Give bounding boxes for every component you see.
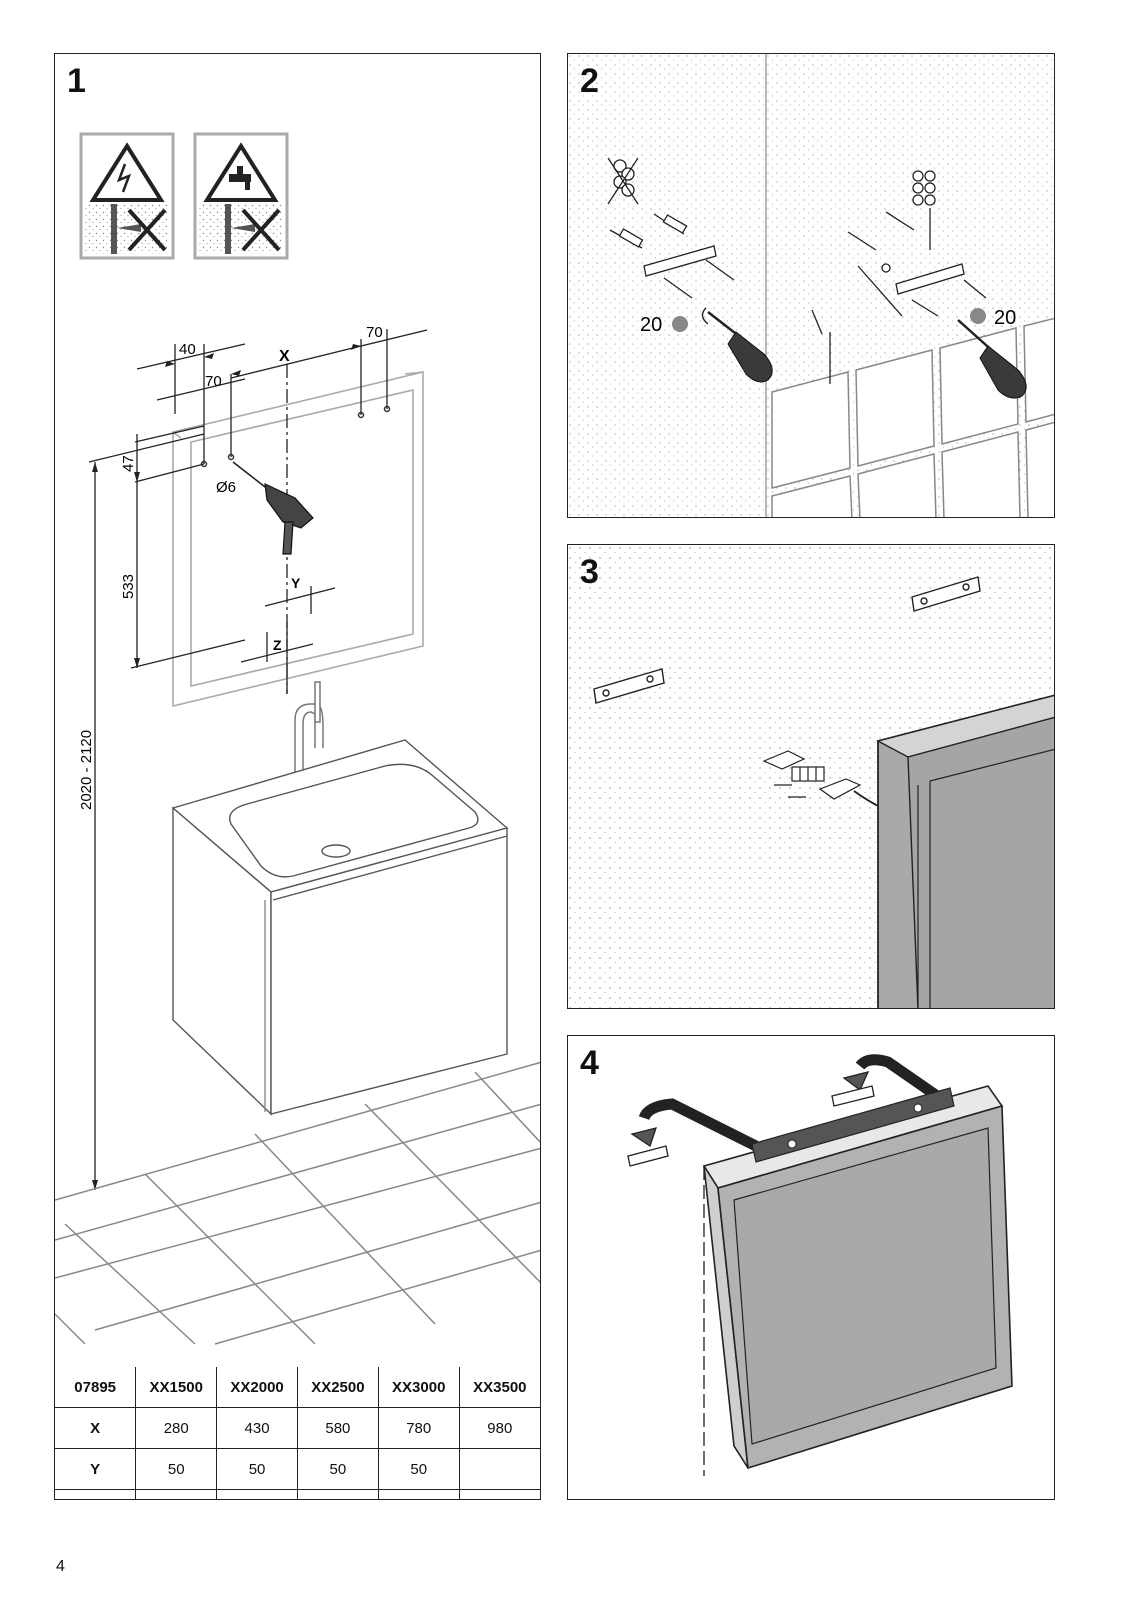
torque-icon-left	[672, 316, 688, 332]
step-1-illustration: 40 X 70 70 47 533 Ø6 Y Z 2020 - 2120	[55, 132, 540, 1345]
table-header-cell: XX3000	[377, 1367, 460, 1408]
page-number: 4	[56, 1558, 65, 1575]
dimensions-table-wrapper: 07895 XX1500 XX2000 XX2500 XX3000 XX3500…	[55, 1367, 540, 1499]
torque-right: 20	[994, 307, 1016, 329]
step-2-panel: 20 20	[567, 53, 1055, 518]
table-header-cell: XX2000	[216, 1367, 298, 1408]
step-number: 1	[67, 62, 86, 100]
table-cell: 430	[216, 1407, 298, 1449]
table-cell: 980	[458, 1407, 540, 1449]
dimension-lines	[88, 329, 428, 1190]
torque-icon-right	[970, 308, 986, 324]
step-3-illustration	[568, 545, 1054, 1008]
water-pipe-hazard-icon	[193, 132, 289, 260]
table-cell	[377, 1489, 460, 1499]
table-header-cell: 07895	[55, 1367, 137, 1408]
table-cell: 280	[135, 1407, 218, 1449]
left-mounting-hardware	[607, 157, 735, 299]
vanity-unit	[171, 739, 509, 1116]
step-1-panel: 1	[54, 53, 541, 1500]
dim-70-right: 70	[366, 324, 383, 341]
step-number: 4	[580, 1044, 599, 1082]
cabinet-outline	[172, 370, 424, 708]
electrical-hazard-icon	[79, 132, 175, 260]
dim-70-top: 70	[205, 373, 222, 390]
table-header-row: 07895 XX1500 XX2000 XX2500 XX3000 XX3500	[55, 1367, 540, 1408]
table-header-cell: XX1500	[135, 1367, 218, 1408]
dim-z: Z	[273, 637, 282, 653]
floor-tiles	[55, 1061, 540, 1345]
dimension-arrows	[92, 344, 361, 1190]
dim-y: Y	[291, 575, 301, 591]
table-cell	[216, 1489, 298, 1499]
step-2-illustration: 20 20	[568, 54, 1054, 517]
dim-533: 533	[120, 574, 137, 599]
table-cell: Y	[55, 1448, 137, 1490]
screwdriver-left-icon	[701, 307, 773, 383]
table-row: X 280 430 580 780 980	[55, 1407, 540, 1449]
wall-brackets	[593, 576, 981, 704]
table-header-cell: XX3500	[458, 1367, 540, 1408]
table-cell	[135, 1489, 218, 1499]
step-number: 2	[580, 62, 599, 100]
right-mounting-hardware	[811, 170, 987, 384]
dimensions-table: 07895 XX1500 XX2000 XX2500 XX3000 XX3500…	[55, 1367, 540, 1499]
table-row: Y 50 50 50 50	[55, 1448, 540, 1490]
table-row: Z 50	[55, 1489, 540, 1499]
drill-holes	[200, 405, 391, 468]
table-cell: 50	[216, 1448, 298, 1490]
drill-icon	[232, 461, 314, 555]
table-cell: 50	[135, 1448, 218, 1490]
crossed-out-anchors-icon	[607, 157, 639, 205]
mounting-path-arrows	[627, 1054, 944, 1167]
step-4-panel: 4	[567, 1035, 1055, 1500]
table-cell: 50	[377, 1448, 460, 1490]
drill-diameter: Ø6	[216, 479, 236, 496]
dim-40: 40	[179, 341, 196, 358]
dim-height: 2020 - 2120	[78, 730, 95, 810]
table-cell: 50	[458, 1489, 540, 1499]
mirror-cabinet	[876, 694, 1054, 1008]
table-header-cell: XX2500	[296, 1367, 379, 1408]
electrical-connector-icon	[762, 750, 881, 808]
torque-left: 20	[640, 314, 662, 336]
mirror-cabinet	[702, 1085, 1013, 1476]
table-cell: 780	[377, 1407, 460, 1449]
table-cell	[458, 1448, 540, 1490]
table-cell: 50	[296, 1448, 379, 1490]
screwdriver-right-icon	[957, 319, 1027, 399]
step-3-panel: 3	[567, 544, 1055, 1009]
anchor-set-icon	[912, 170, 936, 206]
dim-47: 47	[120, 455, 137, 472]
table-cell: X	[55, 1407, 137, 1449]
table-cell	[296, 1489, 379, 1499]
step-number: 3	[580, 553, 599, 591]
wall-tiles	[771, 317, 1054, 517]
table-cell: Z	[55, 1489, 137, 1499]
dim-x: X	[279, 348, 290, 365]
step-4-illustration	[627, 1054, 1013, 1476]
table-cell: 580	[296, 1407, 379, 1449]
